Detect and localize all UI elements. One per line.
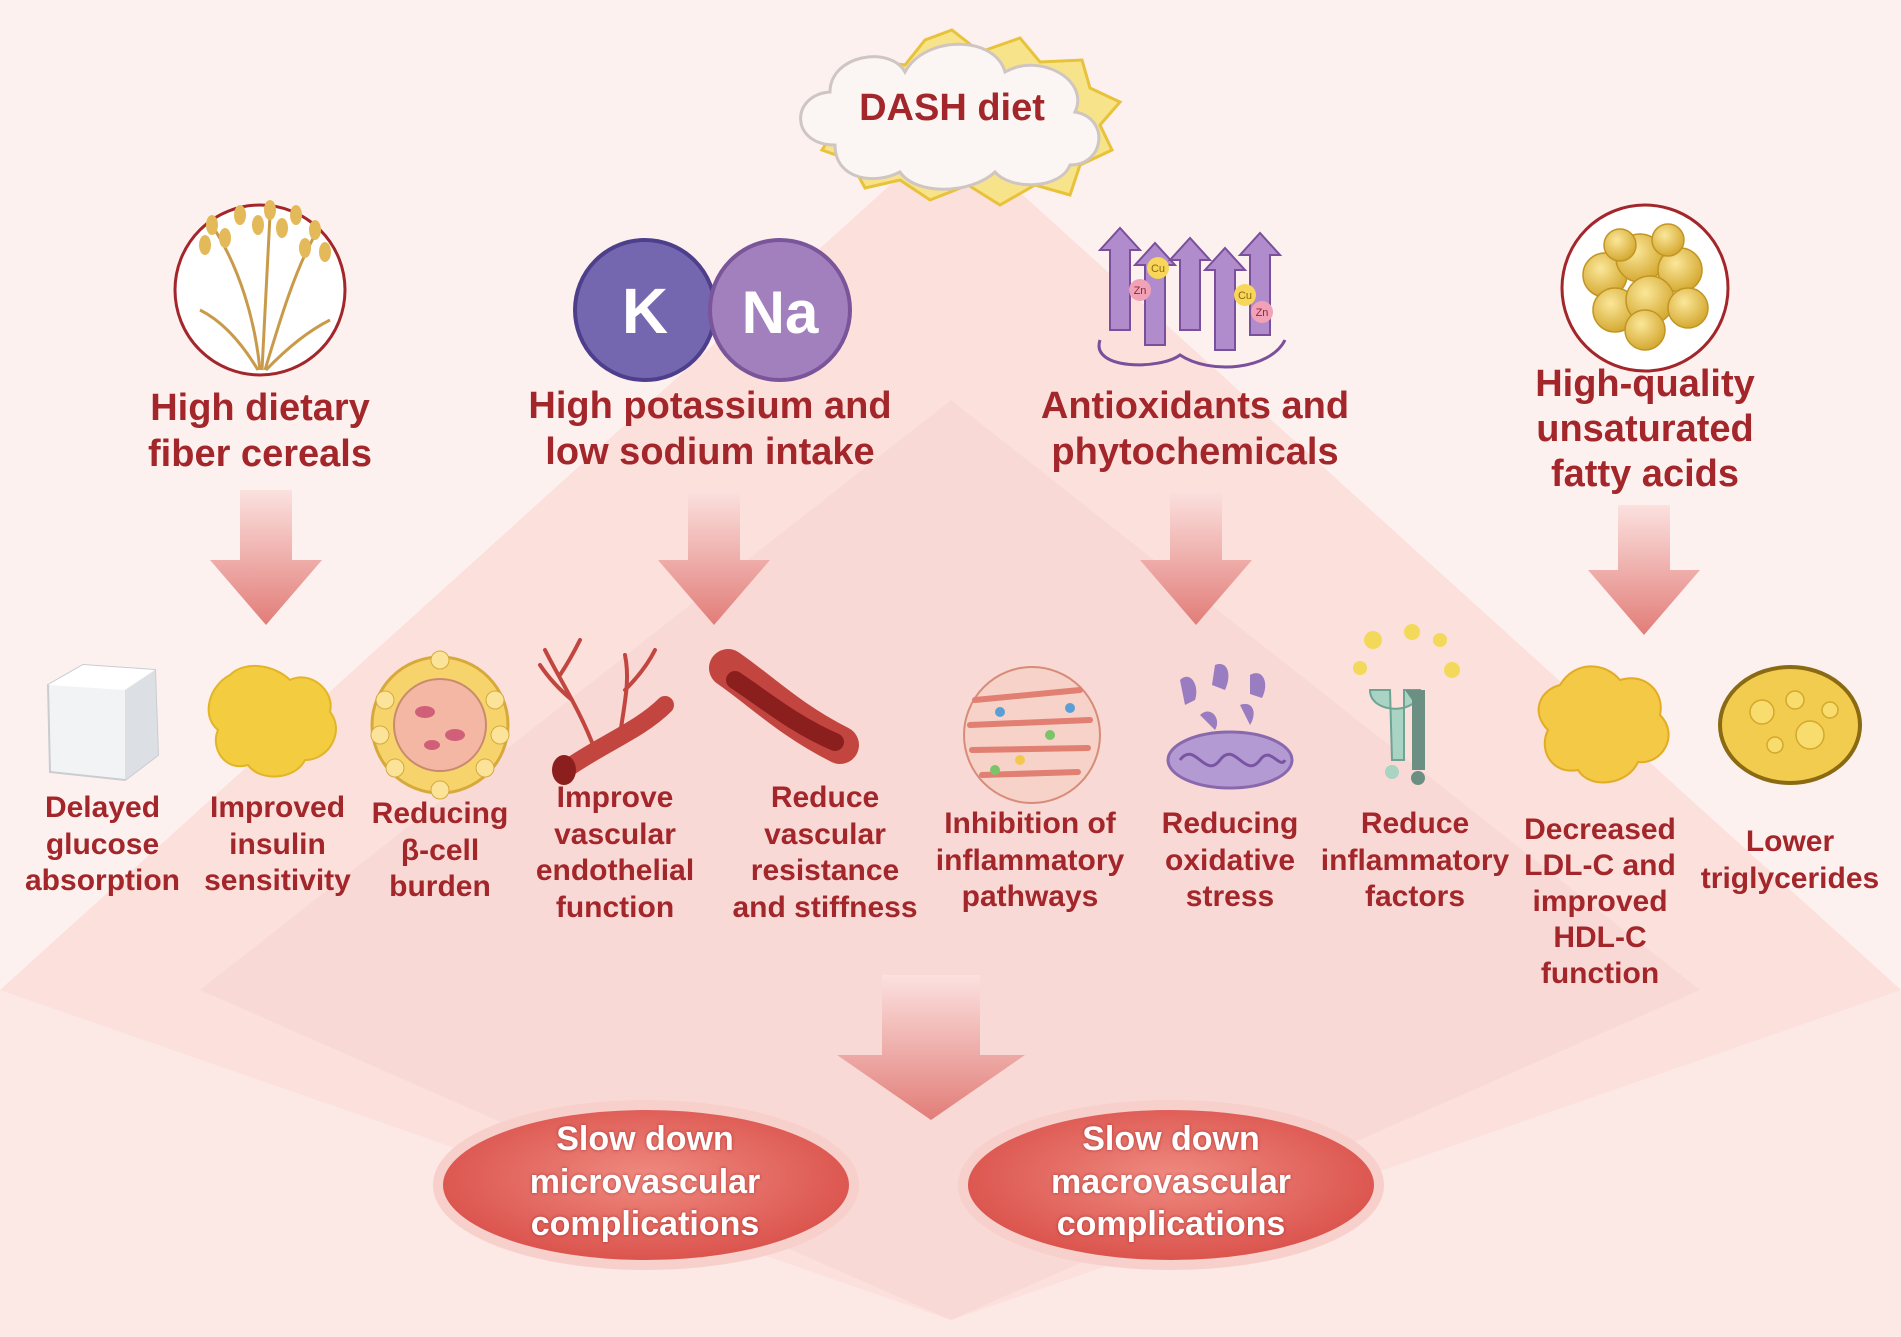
effect-line: and stiffness	[732, 890, 918, 924]
fat-cell-icon	[1560, 203, 1730, 373]
category-antioxidants-line2: phytochemicals	[1051, 430, 1339, 473]
enzyme-protein-icon: Zn Cu Cu Zn	[1097, 226, 1287, 369]
cytokine-receptor-icon	[1353, 624, 1460, 785]
sodium-symbol: Na	[742, 279, 819, 346]
metal-cu-label-2: Cu	[1238, 290, 1252, 302]
outcome-line: Slow down	[1082, 1120, 1260, 1158]
effect-line: Reducing	[1161, 807, 1299, 840]
effect-inflammatory-pathways-label: Inhibition of inflammatory pathways	[925, 806, 1135, 916]
category-fatty-acids-line1: High-quality	[1535, 363, 1755, 405]
diagram-title: DASH diet	[859, 87, 1045, 129]
effect-line: insulin	[229, 827, 326, 861]
effect-beta-cell-label: Reducing β-cell burden	[365, 796, 515, 906]
category-potassium-line1: High potassium and	[528, 385, 892, 427]
arrow-fatty-acids	[1588, 505, 1700, 635]
effect-line: pathways	[961, 880, 1099, 914]
category-fiber-line2: fiber cereals	[148, 432, 372, 475]
insulin-cluster-icon	[207, 664, 337, 778]
effect-line: endothelial	[535, 854, 695, 888]
outcome-ellipses	[433, 1100, 1384, 1270]
category-fiber-line1: High dietary	[150, 387, 370, 429]
arrow-fiber	[210, 490, 322, 625]
lipoprotein-icon	[1537, 665, 1670, 784]
outcome-line: microvascular	[529, 1162, 761, 1201]
effect-line: function	[555, 890, 675, 924]
mitochondria-icon	[1166, 664, 1294, 790]
effect-line: β-cell	[400, 833, 480, 867]
effect-line: inflammatory	[1320, 843, 1510, 877]
effect-line: Inhibition of	[944, 807, 1116, 840]
effect-line: HDL-C	[1553, 921, 1647, 954]
arrow-outcomes	[837, 975, 1025, 1120]
effect-line: LDL-C and	[1524, 849, 1676, 882]
outcome-line: Slow down	[556, 1120, 734, 1158]
effect-oxidative-stress-label: Reducing oxidative stress	[1145, 806, 1315, 916]
potassium-symbol: K	[622, 275, 668, 347]
arrow-antioxidants	[1140, 490, 1252, 625]
effect-line: absorption	[25, 864, 180, 898]
effect-line: Reduce	[770, 781, 880, 814]
effect-ldl-hdl-label: Decreased LDL-C and improved HDL-C funct…	[1510, 812, 1690, 992]
category-antioxidants-label: Antioxidants and phytochemicals	[1000, 384, 1390, 475]
category-potassium-line2: low sodium intake	[545, 430, 875, 473]
effect-line: improved	[1532, 885, 1668, 918]
pancreatic-islet-icon	[370, 650, 510, 800]
effect-line: burden	[389, 870, 491, 904]
blood-vessel-branch-icon	[538, 638, 674, 785]
effect-endothelial-label: Improve vascular endothelial function	[525, 780, 705, 926]
down-arrows	[210, 490, 1700, 1120]
effect-line: glucose	[45, 827, 160, 861]
effect-line: inflammatory	[935, 843, 1125, 877]
effect-line: Lower	[1745, 825, 1835, 858]
category-fatty-acids-label: High-quality unsaturated fatty acids	[1495, 362, 1795, 496]
category-potassium-label: High potassium and low sodium intake	[510, 384, 910, 475]
cloud-sun-icon	[799, 28, 1123, 207]
artery-icon	[709, 649, 859, 764]
category-fiber-label: High dietary fiber cereals	[110, 386, 410, 477]
category-fatty-acids-line2: unsaturated	[1536, 407, 1754, 450]
effect-line: function	[1540, 957, 1660, 990]
sugar-cube-icon	[46, 663, 160, 782]
effect-line: resistance	[750, 854, 900, 888]
metal-zn-label: Zn	[1134, 285, 1147, 297]
outcome-line: macrovascular	[1050, 1162, 1292, 1201]
category-fatty-acids-line3: fatty acids	[1551, 452, 1739, 495]
effect-line: factors	[1364, 880, 1466, 914]
metal-cu-label: Cu	[1151, 263, 1165, 275]
effect-line: Reduce	[1360, 807, 1470, 840]
effect-line: Improved	[209, 791, 346, 824]
effect-line: Decreased	[1524, 813, 1676, 846]
outcome-line: complications	[530, 1205, 760, 1243]
effect-line: stress	[1185, 880, 1275, 914]
outcome-microvascular-label: Slow down microvascular complications	[480, 1118, 810, 1246]
effect-glucose-label: Delayed glucose absorption	[15, 790, 190, 900]
category-antioxidants-line1: Antioxidants and	[1040, 385, 1350, 427]
effect-line: triglycerides	[1700, 861, 1880, 895]
effect-line: vascular	[764, 817, 886, 851]
effect-line: vascular	[554, 817, 676, 851]
effect-vascular-resistance-label: Reduce vascular resistance and stiffness	[720, 780, 930, 926]
metal-zn-label-2: Zn	[1256, 307, 1269, 319]
lipid-droplet-icon	[1718, 665, 1862, 785]
rice-plant-icon	[173, 200, 347, 377]
arrow-potassium	[658, 490, 770, 625]
outcome-line: complications	[1056, 1205, 1286, 1243]
effect-line: Delayed	[44, 791, 161, 824]
effect-line: sensitivity	[204, 864, 351, 898]
effect-insulin-label: Improved insulin sensitivity	[195, 790, 360, 900]
effect-line: oxidative	[1164, 843, 1296, 877]
effect-triglycerides-label: Lower triglycerides	[1695, 824, 1885, 897]
effect-inflammatory-factors-label: Reduce inflammatory factors	[1310, 806, 1520, 916]
outcome-macrovascular-label: Slow down macrovascular complications	[1006, 1118, 1336, 1246]
potassium-sodium-icon: K Na	[573, 238, 852, 382]
effect-line: Reducing	[371, 797, 509, 830]
background-pyramid	[0, 130, 1901, 1337]
inflamed-tissue-icon	[963, 666, 1101, 804]
effect-line: Improve	[556, 781, 674, 814]
